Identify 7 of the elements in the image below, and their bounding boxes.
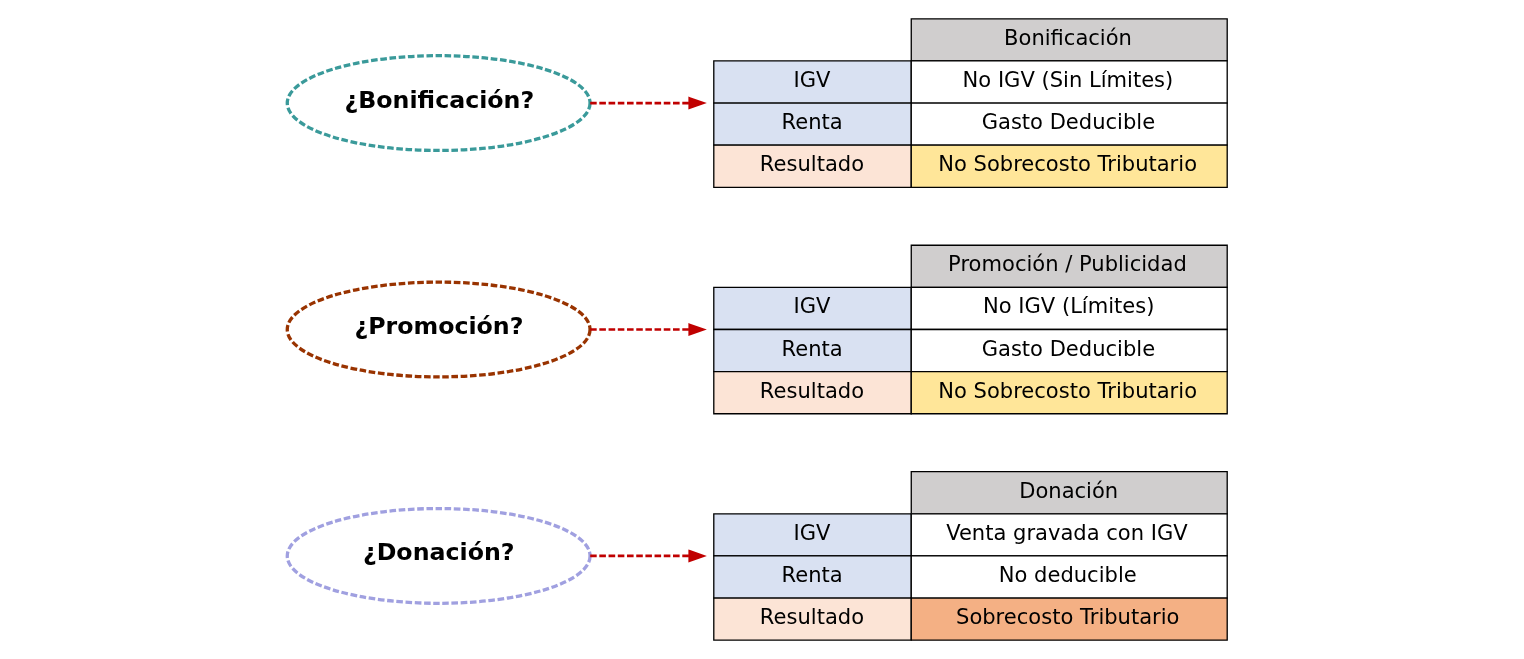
node-ellipse: ¿Donación? [285,506,592,605]
arrow [589,323,707,336]
arrow [589,549,707,563]
arrow [589,96,707,110]
node-ellipse: ¿Promoción? [285,280,592,379]
node-ellipse: ¿Bonificación? [285,54,592,153]
node-text: Promoción / Publicidad IGV No IGV (Límites) Renta Gasto Deducible Resultado No Sobrecosto Tributario [759,251,1197,403]
